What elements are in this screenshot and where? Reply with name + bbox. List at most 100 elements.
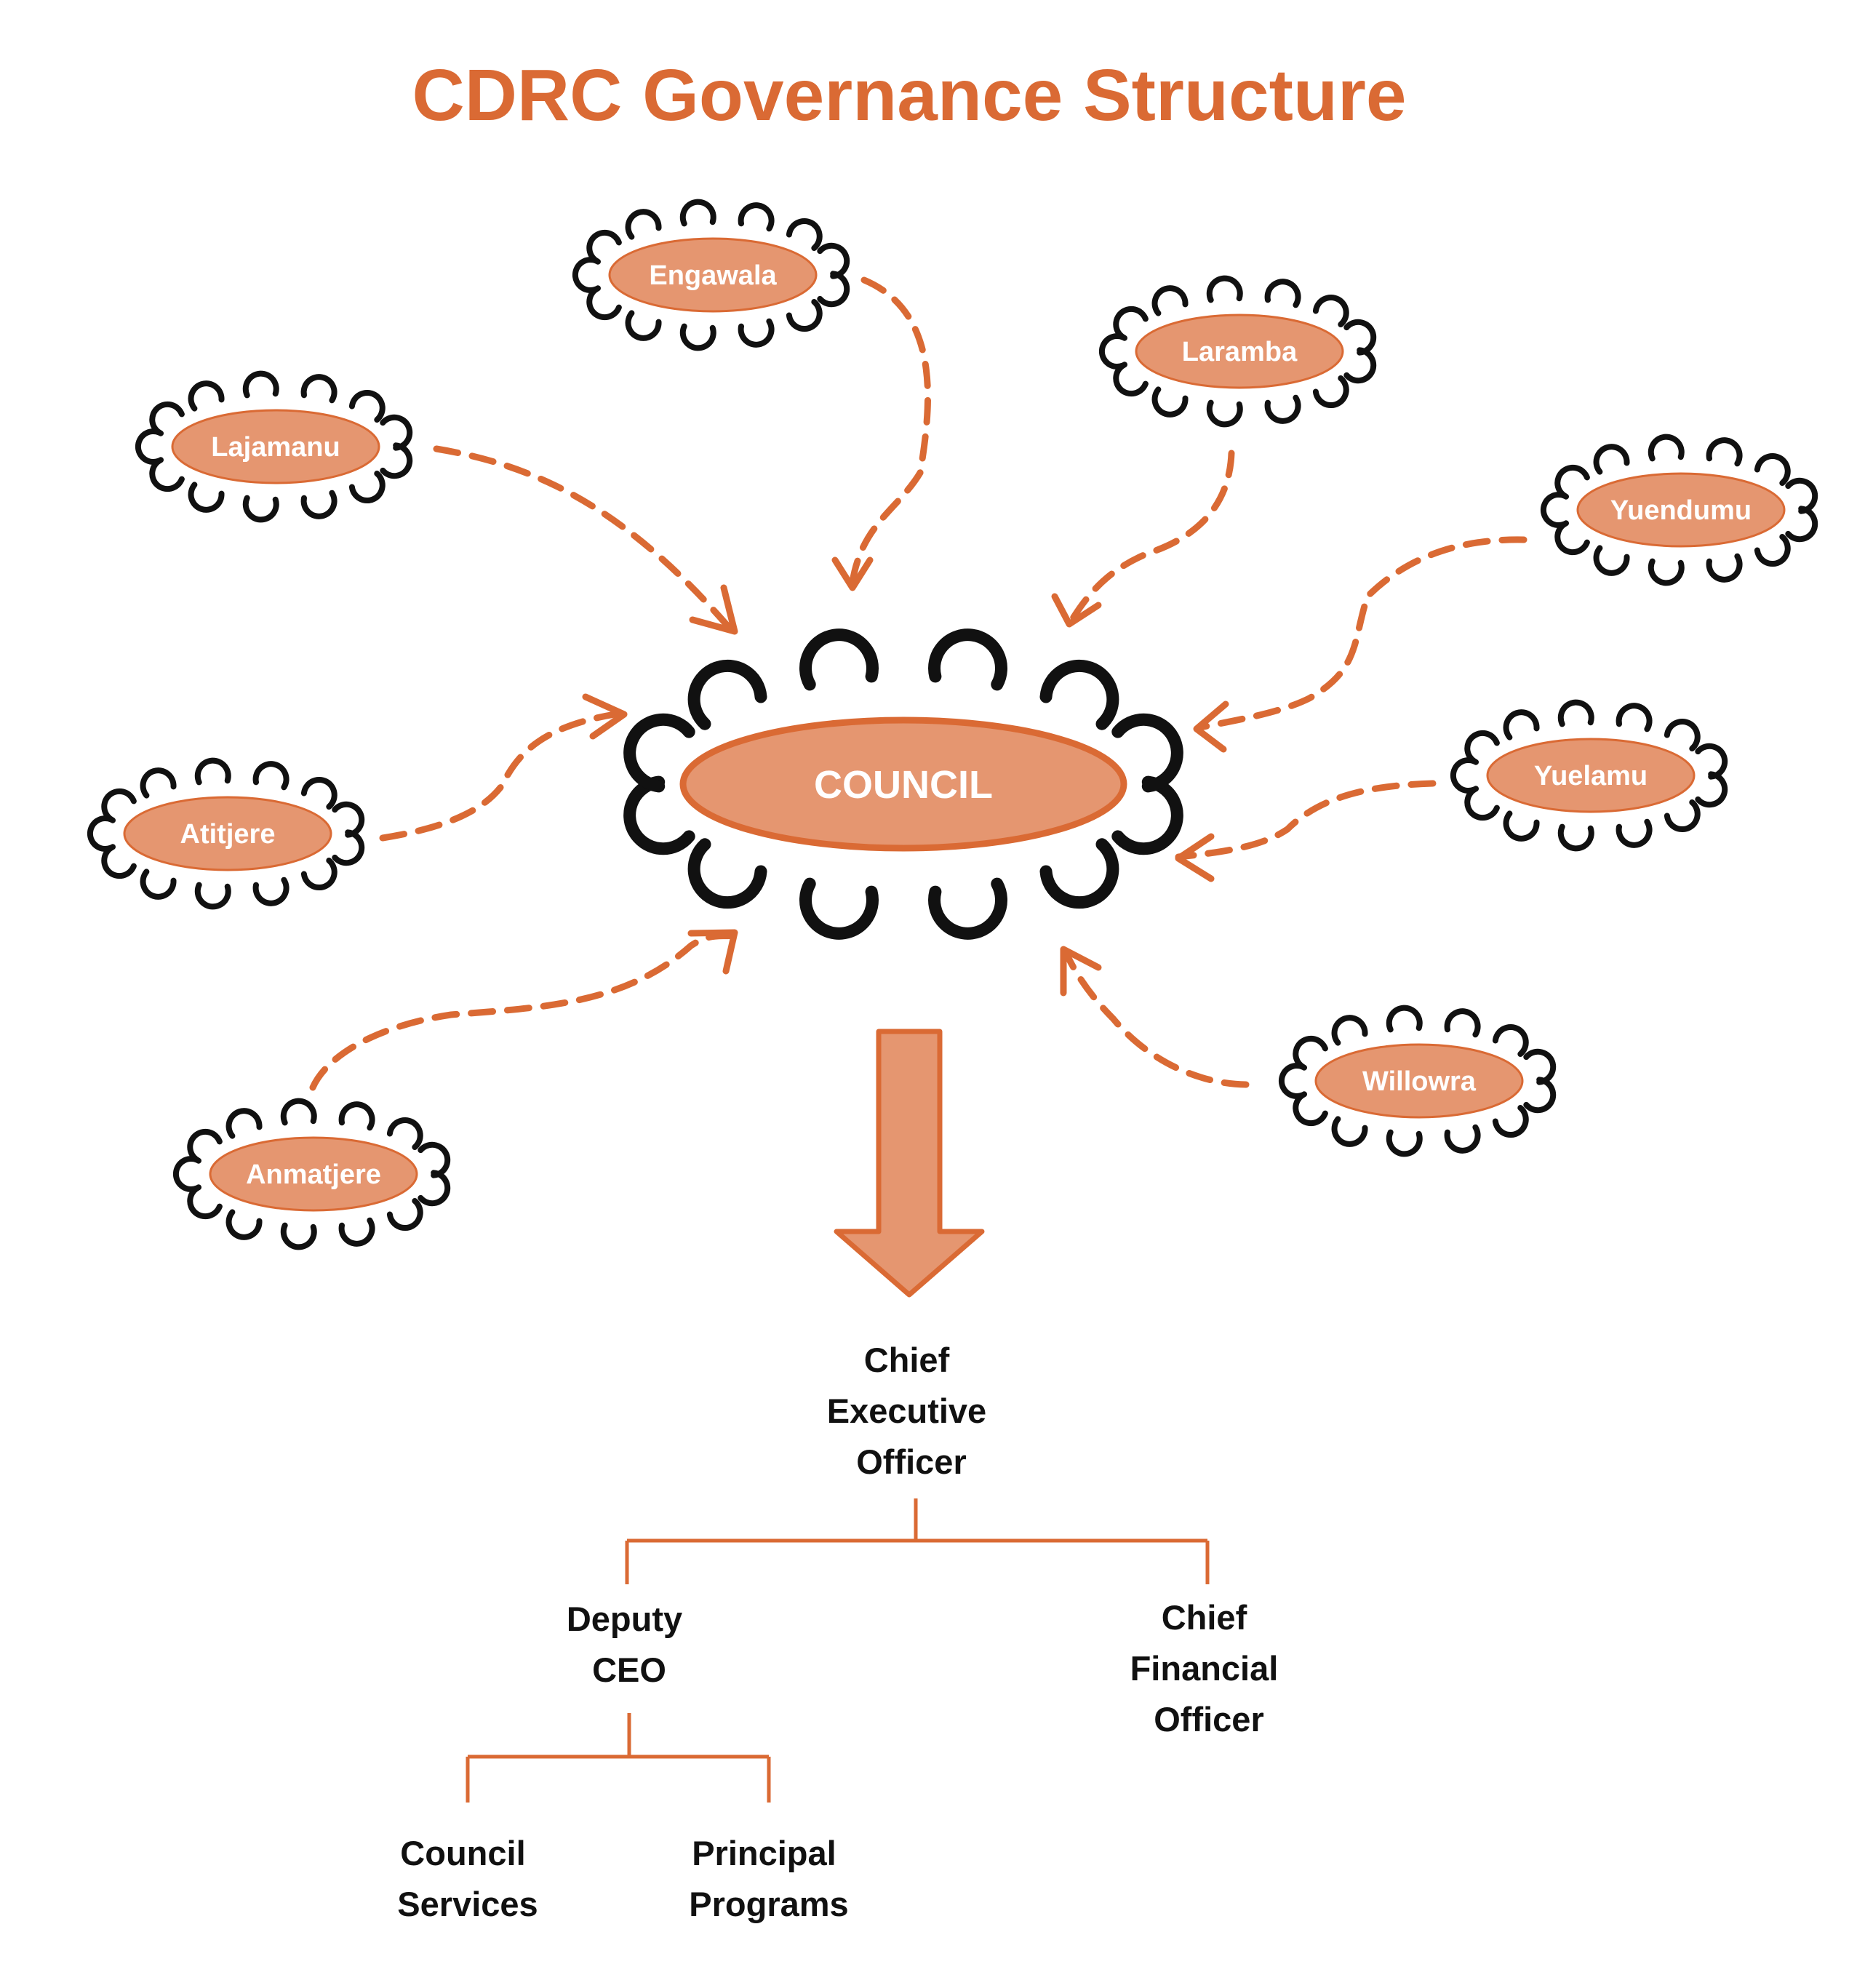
cloud-scallop	[625, 310, 662, 341]
cloud-scallop	[738, 202, 775, 232]
dashed-connector	[1069, 450, 1235, 622]
cloud-yuelamu: Yuelamu	[1450, 699, 1728, 852]
council-label: COUNCIL	[814, 763, 993, 807]
cloud-scallop	[1386, 1129, 1423, 1157]
cloud-scallop	[1206, 275, 1243, 303]
cloud-scallop	[1648, 434, 1685, 462]
cloud-scallop	[252, 877, 289, 906]
cloud-scallop	[1503, 709, 1540, 740]
cloud-scallop	[625, 209, 662, 240]
arrowhead-icon	[1060, 946, 1102, 997]
cloud-scallop	[1293, 1035, 1328, 1071]
cloud-scallop	[188, 482, 225, 513]
cloud-scallop	[1492, 1023, 1529, 1057]
cloud-scallop	[1557, 823, 1594, 852]
arrowhead-icon	[1175, 833, 1215, 882]
cloud-anmatjere: Anmatjere	[172, 1098, 451, 1250]
cloud-scallop	[140, 869, 177, 900]
cloud-lajamanu-label: Lajamanu	[211, 432, 340, 463]
cloud-scallop	[149, 457, 185, 492]
council-cloud: COUNCIL	[623, 628, 1183, 940]
cloud-scallop	[1593, 545, 1630, 576]
cloud-scallop	[1039, 838, 1119, 909]
cloud-scallop	[799, 877, 879, 940]
cloud-scallop	[1464, 786, 1500, 821]
cloud-scallop	[1492, 1105, 1529, 1138]
cloud-scallop	[1444, 1008, 1481, 1038]
cloud-willowra: Willowra	[1278, 1005, 1557, 1157]
cloud-scallop	[300, 374, 338, 404]
deputy-connector	[466, 1713, 771, 1803]
cloud-scallop	[1554, 520, 1590, 556]
cloud-willowra-label: Willowra	[1362, 1066, 1477, 1097]
cloud-scallop	[1557, 699, 1594, 727]
cloud-scallop	[1503, 810, 1540, 842]
cloud-scallop	[679, 323, 716, 351]
cloud-scallop	[242, 495, 279, 523]
cloud-engawala: Engawala	[572, 199, 850, 351]
cloud-scallop	[928, 877, 1007, 940]
cloud-scallop	[386, 1198, 423, 1231]
cloud-scallop	[1593, 444, 1630, 475]
cloud-scallop	[1151, 386, 1189, 418]
label-pill	[123, 796, 332, 871]
cloud-scallop	[1444, 1124, 1481, 1154]
cloud-scallop	[280, 1222, 317, 1250]
cloud-scallop	[1464, 730, 1500, 765]
cloud-scallop	[1113, 306, 1149, 341]
cloud-scallop	[799, 628, 879, 691]
label-pill	[1486, 738, 1696, 813]
cloud-scallop	[1386, 1005, 1423, 1033]
cloud-scallop	[225, 1108, 263, 1139]
cloud-scallop	[1616, 703, 1653, 732]
cloud-scallop	[187, 1184, 223, 1220]
cloud-lajamanu: Lajamanu	[135, 370, 413, 523]
arrow-atitjere	[379, 693, 628, 842]
cloud-scallop	[1785, 477, 1818, 514]
principal-programs-label: Principal Programs	[689, 1834, 848, 1923]
connector-arrows	[309, 276, 1527, 1091]
cloud-scallop	[1648, 558, 1685, 586]
label-pill	[1314, 1043, 1524, 1119]
cloud-scallop	[1706, 437, 1743, 467]
cloud-scallop	[101, 844, 137, 879]
cloud-scallop	[300, 490, 338, 519]
cloud-scallop	[1331, 1116, 1368, 1147]
cloud-scallop	[101, 788, 137, 823]
cloud-scallop	[1706, 553, 1743, 583]
cloud-scallop	[135, 428, 162, 465]
cloud-scallop	[679, 199, 716, 227]
cloud-scallop	[172, 1156, 200, 1192]
cloud-scallop	[348, 471, 386, 504]
cloud-scallop	[1664, 718, 1701, 751]
ceo-connector	[625, 1498, 1210, 1584]
cloud-scallop	[1754, 534, 1791, 567]
cloud-scallop	[386, 1117, 423, 1150]
community-clouds: EngawalaLarambaLajamanuYuendumuYuelamuAt…	[87, 199, 1818, 1250]
cloud-scallop	[1098, 333, 1126, 370]
cloud-scallop	[1664, 799, 1701, 833]
org-chart: Chief Executive Officer Deputy CEO Chief…	[397, 1341, 1278, 1923]
cloud-scallop	[1293, 1091, 1328, 1127]
cloud-scallop	[300, 776, 338, 810]
cloud-engawala-label: Engawala	[649, 260, 777, 291]
diagram-title: CDRC Governance Structure	[412, 55, 1407, 136]
down-arrow-icon	[834, 1029, 985, 1298]
cloud-scallop	[194, 882, 231, 910]
dashed-connector	[1064, 953, 1250, 1088]
cloud-scallop	[348, 389, 386, 423]
label-pill	[1135, 314, 1344, 389]
cloud-scallop	[418, 1141, 451, 1178]
cloud-scallop	[586, 229, 622, 265]
dashed-connector	[849, 276, 931, 586]
cloud-scallop	[1278, 1063, 1306, 1099]
arrow-yuelamu	[1175, 780, 1437, 882]
cloud-scallop	[280, 1098, 317, 1126]
label-pill	[608, 237, 818, 313]
cloud-scallop	[786, 299, 823, 332]
cloud-scallop	[623, 775, 695, 855]
cloud-scallop	[380, 414, 413, 451]
arrow-laramba	[1051, 450, 1235, 628]
dashed-connector	[1175, 780, 1437, 861]
